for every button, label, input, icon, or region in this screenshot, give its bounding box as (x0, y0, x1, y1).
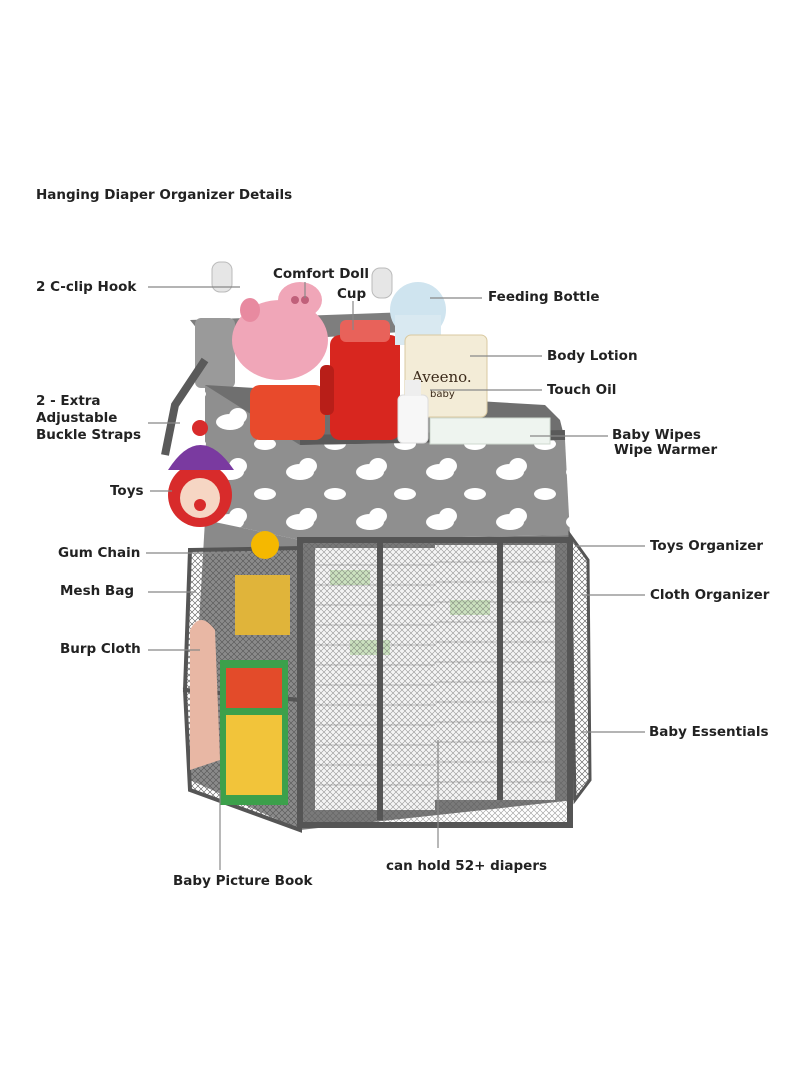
label-body-lotion: Body Lotion (547, 348, 638, 364)
label-toys: Toys (110, 483, 144, 499)
label-buckle-straps-line2: Adjustable (36, 410, 118, 426)
label-picture-book: Baby Picture Book (173, 873, 313, 889)
baby-wipes-icon (429, 417, 551, 445)
svg-text:baby: baby (430, 389, 455, 400)
label-feeding-bottle: Feeding Bottle (488, 289, 600, 305)
label-wipe-warmer: Wipe Warmer (614, 442, 718, 458)
cup-icon (320, 320, 400, 440)
label-burp-cloth: Burp Cloth (60, 641, 141, 657)
picture-book-icon (220, 660, 288, 805)
label-mesh-bag: Mesh Bag (60, 583, 134, 599)
label-touch-oil: Touch Oil (547, 382, 617, 398)
toys-organizer-icon (235, 531, 290, 635)
label-gum-chain: Gum Chain (58, 545, 141, 561)
svg-text:Aveeno.: Aveeno. (411, 368, 472, 386)
label-comfort-doll: Comfort Doll (273, 266, 369, 282)
label-buckle-straps: 2 - Extra Adjustable Buckle Straps (36, 393, 141, 444)
label-buckle-straps-line3: Buckle Straps (36, 427, 142, 443)
diagram-title: Hanging Diaper Organizer Details (36, 187, 293, 203)
buckle-strap-icon (161, 357, 209, 456)
label-baby-wipes: Baby Wipes (612, 427, 701, 443)
label-baby-essentials: Baby Essentials (649, 724, 769, 740)
label-cup: Cup (337, 286, 367, 302)
c-clip-hook-icon (211, 261, 393, 299)
label-toys-organizer: Toys Organizer (650, 538, 764, 554)
touch-oil-icon (397, 380, 429, 444)
label-cloth-organizer: Cloth Organizer (650, 587, 770, 603)
leader-lines (146, 282, 645, 870)
burp-cloth-icon (190, 620, 220, 770)
toy-doll-icon (168, 420, 234, 527)
comfort-doll-icon (232, 282, 328, 440)
label-diapers: can hold 52+ diapers (386, 858, 548, 874)
label-c-clip-hook: 2 C-clip Hook (36, 279, 137, 295)
label-buckle-straps-line1: 2 - Extra (36, 393, 101, 409)
